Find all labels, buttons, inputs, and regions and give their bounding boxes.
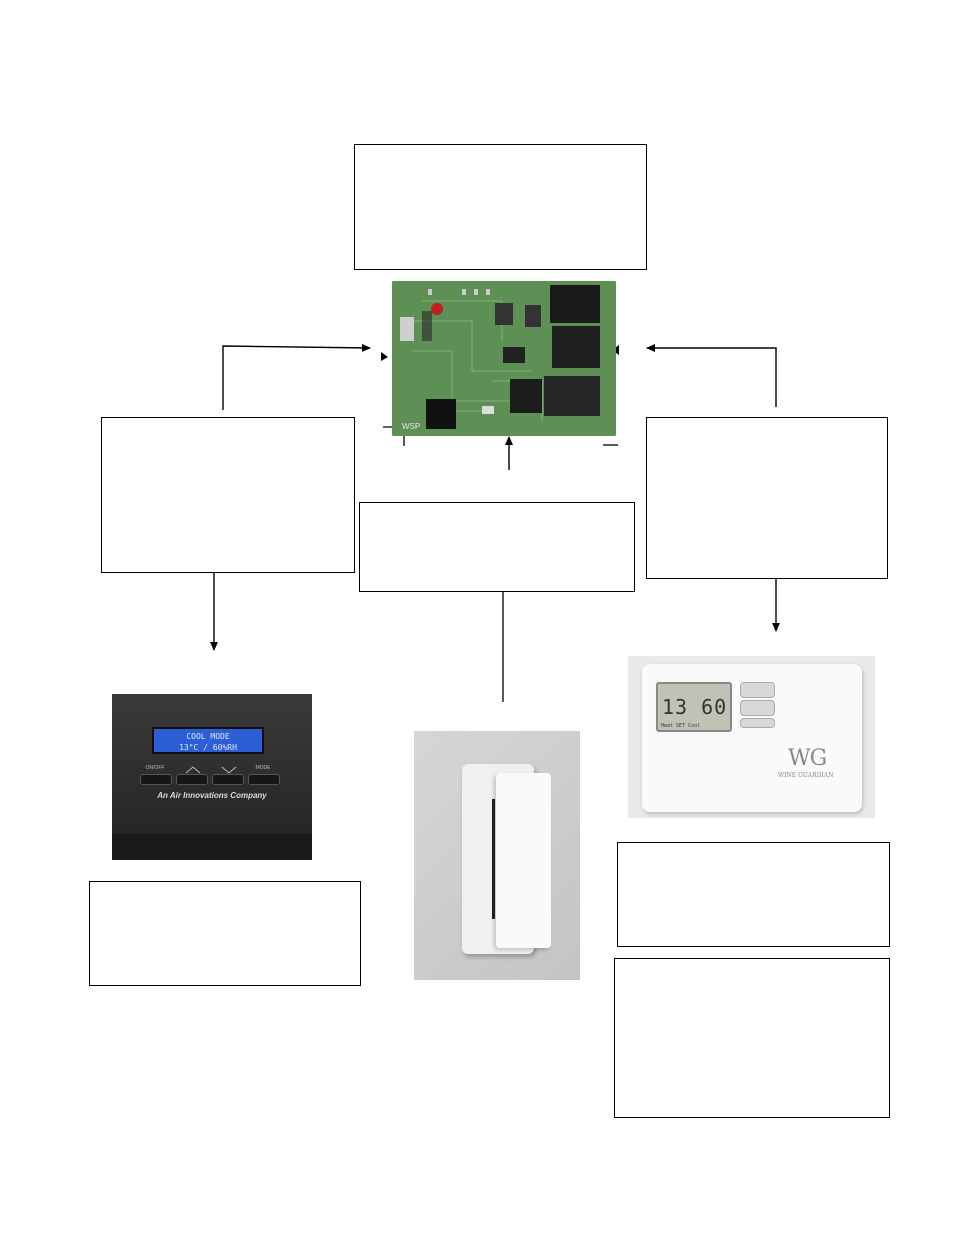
remote-lcd-display: COOL MODE 13°C / 60%RH <box>152 727 264 754</box>
thermostat-display-value: 13 60 <box>662 695 728 719</box>
remote-control-panel-image: COOL MODE 13°C / 60%RH ON/OFF MODE An Ai… <box>112 694 312 860</box>
center-input-label-box <box>359 502 635 592</box>
thermostat-up-button[interactable] <box>740 682 775 698</box>
remote-brand-text: An Air Innovations Company <box>157 791 267 800</box>
remote-display-line2: 13°C / 60%RH <box>179 743 237 752</box>
controller-label-box <box>354 144 647 270</box>
wall-sensor-image <box>414 731 580 980</box>
thermostat-display-modes: Heat SET Cool <box>661 723 701 729</box>
remote-button-label-mode: MODE <box>255 765 271 771</box>
thermostat-brand-logo: WG <box>788 746 827 771</box>
left-input-label-box <box>101 417 355 573</box>
remote-display-line1: COOL MODE <box>186 732 230 741</box>
right-to-pcb-arrow <box>646 344 777 407</box>
pcb-silkscreen: WSP <box>402 422 420 431</box>
remote-mode-button[interactable] <box>248 774 280 785</box>
remote-arrow-glyphs <box>185 766 237 774</box>
left-pcb-pointer <box>381 352 388 361</box>
thermostat-detail-box <box>614 958 890 1118</box>
remote-onoff-button[interactable] <box>140 774 172 785</box>
thermostat-brand-name: WINE GUARDIAN <box>778 772 834 779</box>
down-arrow-icon <box>221 766 237 774</box>
right-input-label-box <box>646 417 888 579</box>
remote-base <box>112 834 312 860</box>
thermostat-image: 13 60 Heat SET Cool WG WINE GUARDIAN <box>628 656 875 818</box>
sensor-slot <box>492 799 495 919</box>
remote-bezel <box>112 694 312 834</box>
remote-caption-box <box>89 881 361 986</box>
thermostat-mode-button[interactable] <box>740 718 775 728</box>
thermostat-caption-box <box>617 842 890 947</box>
remote-up-button[interactable] <box>176 774 208 785</box>
up-arrow-icon <box>185 766 201 774</box>
left-to-pcb-arrow <box>222 343 371 410</box>
thermostat-down-button[interactable] <box>740 700 775 716</box>
sensor-cover <box>496 773 551 948</box>
circuit-board-graphic: WSP <box>392 281 616 436</box>
thermostat-lcd: 13 60 Heat SET Cool <box>656 682 732 732</box>
remote-button-label-onoff: ON/OFF <box>145 765 165 771</box>
remote-down-button[interactable] <box>212 774 244 785</box>
control-board-image: WSP <box>392 281 616 436</box>
